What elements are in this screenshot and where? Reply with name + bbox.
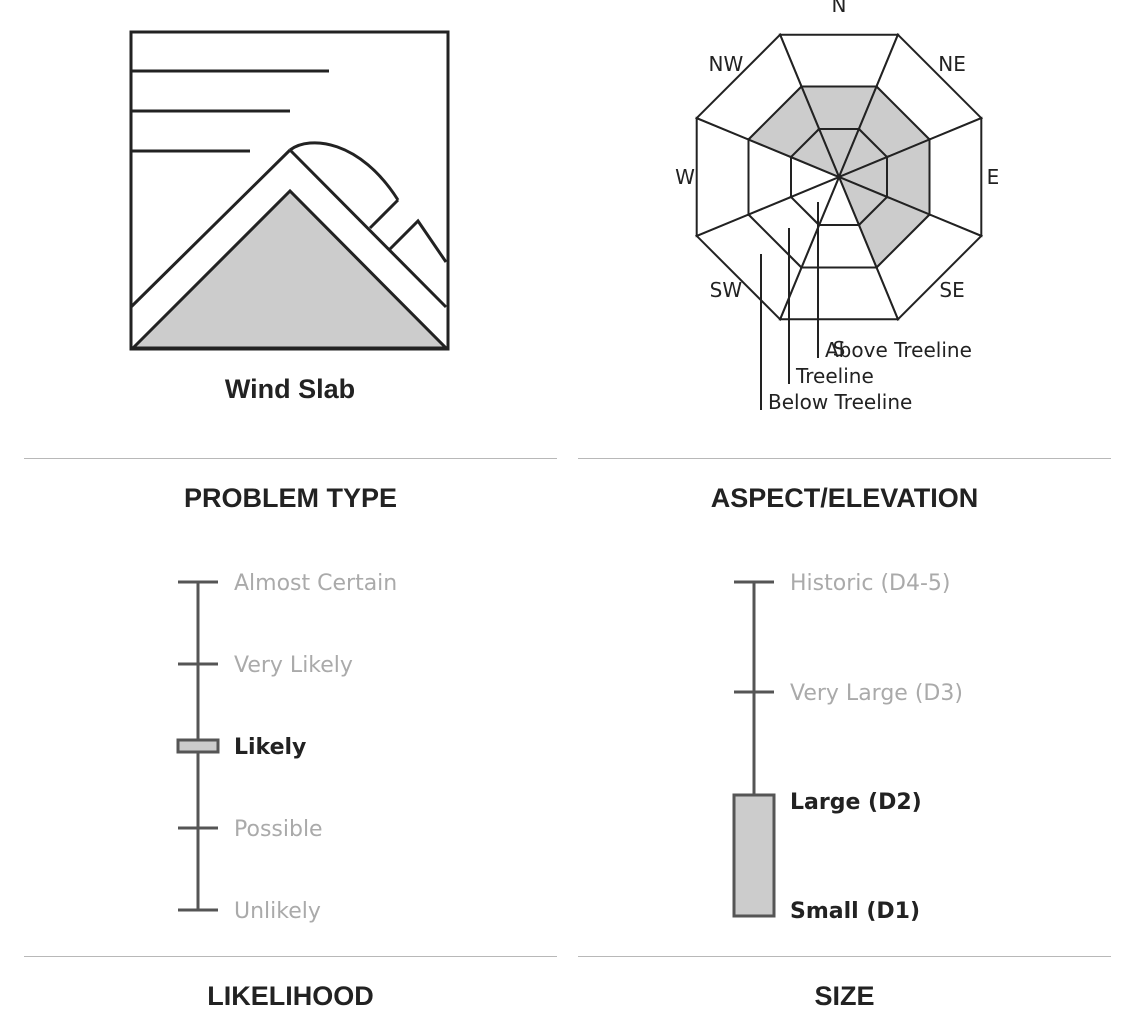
wind-slab-icon [129, 30, 450, 351]
section-title-problem-type: PROBLEM TYPE [183, 483, 398, 513]
size-label: Historic (D4-5) [790, 571, 951, 596]
aspect-elevation-rose: N NE E SE S SW W NW Above TreelineTreelineBelow … [675, 0, 1000, 414]
size-label: Small (D1) [790, 899, 920, 924]
direction-label-sw: SW [710, 278, 743, 302]
size-scale: Historic (D4-5) Very Large (D3) Large (D2)… [732, 571, 963, 924]
direction-label-e: E [987, 165, 1000, 189]
likelihood-marker [176, 738, 220, 754]
size-range-bar [732, 793, 776, 918]
problem-type-panel: Wind Slab [0, 0, 578, 520]
direction-label-ne: NE [938, 52, 966, 76]
direction-label-w: W [675, 165, 695, 189]
elevation-label: Above Treeline [825, 338, 972, 362]
divider [578, 458, 1111, 459]
divider [24, 458, 557, 459]
section-title-size: SIZE [814, 981, 875, 1011]
elevation-label: Below Treeline [768, 390, 912, 414]
direction-label-n: N [832, 0, 847, 17]
divider [578, 956, 1111, 957]
size-panel: Historic (D4-5) Very Large (D3) Large (D2)… [578, 540, 1144, 940]
section-title-aspect-elevation: ASPECT/ELEVATION [710, 483, 979, 513]
likelihood-label: Almost Certain [234, 571, 397, 596]
section-title-likelihood: LIKELIHOOD [207, 981, 374, 1011]
likelihood-label: Very Likely [234, 653, 353, 678]
divider [24, 956, 557, 957]
likelihood-label: Likely [234, 735, 306, 760]
likelihood-label: Unlikely [234, 899, 321, 924]
direction-label-se: SE [939, 278, 964, 302]
size-label: Very Large (D3) [790, 681, 963, 706]
rose-sector-nw-2 [789, 127, 841, 179]
likelihood-label: Possible [234, 817, 323, 842]
direction-label-s: S [833, 337, 846, 361]
direction-label-nw: NW [709, 52, 744, 76]
problem-caption: Wind Slab [224, 374, 356, 404]
elevation-label: Treeline [795, 364, 874, 388]
size-label: Large (D2) [790, 790, 922, 815]
